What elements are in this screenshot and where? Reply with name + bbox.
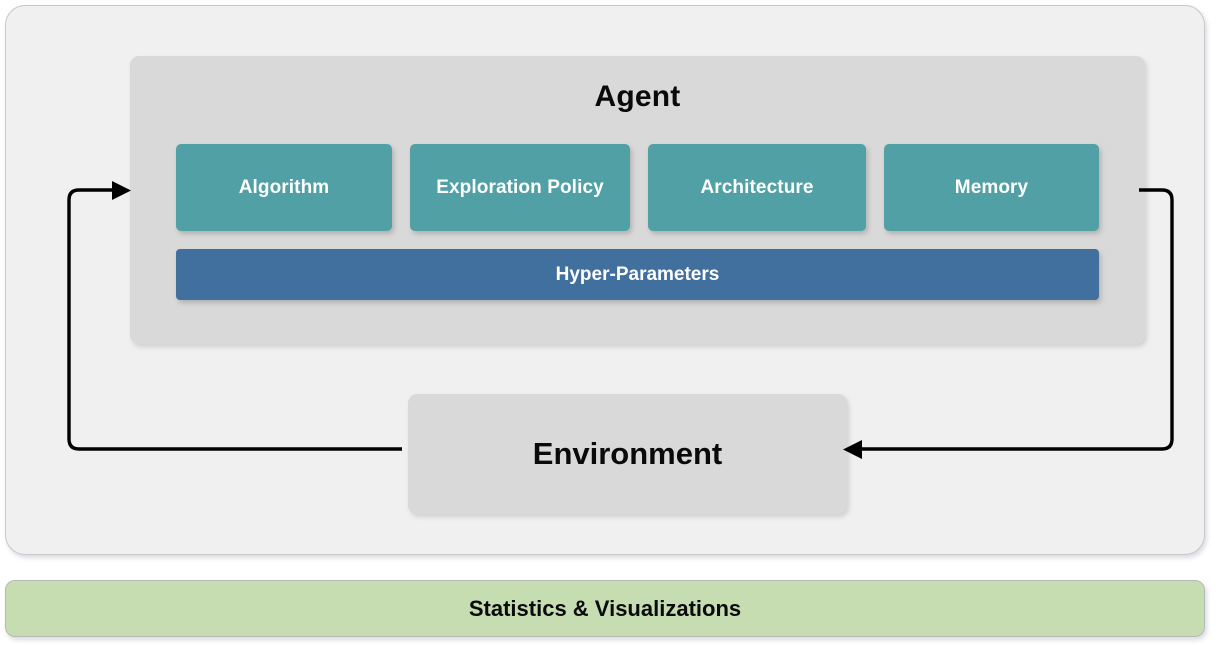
component-exploration-policy[interactable]: Exploration Policy (410, 144, 630, 231)
environment-node[interactable]: Environment (408, 394, 847, 514)
hyper-parameters-bar[interactable]: Hyper-Parameters (176, 249, 1099, 300)
statistics-visualizations-bar[interactable]: Statistics & Visualizations (5, 580, 1205, 637)
framework-panel: Agent Algorithm Exploration Policy Archi… (5, 5, 1205, 555)
agent-title: Agent (594, 80, 681, 113)
agent-component-row: Algorithm Exploration Policy Architectur… (176, 144, 1099, 231)
component-algorithm[interactable]: Algorithm (176, 144, 392, 231)
agent-group[interactable]: Agent Algorithm Exploration Policy Archi… (130, 56, 1145, 344)
component-architecture[interactable]: Architecture (648, 144, 866, 231)
component-memory[interactable]: Memory (884, 144, 1099, 231)
